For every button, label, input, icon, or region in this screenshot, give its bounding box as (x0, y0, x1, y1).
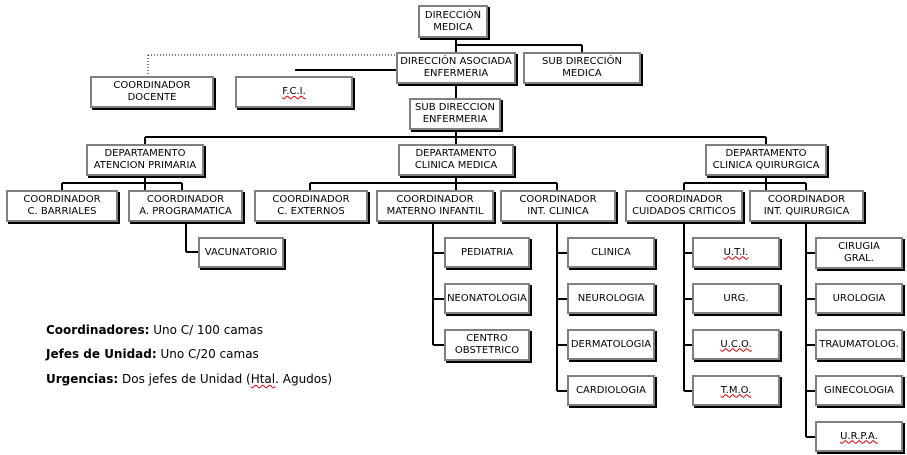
vacunatorio-box: VACUNATORIO (198, 237, 284, 268)
node-line: SUB DIRECCION (415, 102, 495, 113)
unit-clinica-box: CLINICA (567, 237, 655, 268)
node-line: OBSTETRICO (454, 345, 520, 356)
node-line: SUB DIRECCIÓN (542, 56, 622, 67)
node-line: DOCENTE (127, 92, 177, 103)
node-line: NEUROLOGIA (577, 292, 645, 304)
node-line: CLINICA (591, 246, 631, 258)
node-line: ENFERMERIA (423, 68, 489, 79)
coord-barriales-box: COORDINADOR C. BARRIALES (6, 190, 118, 222)
node-line: TRAUMATOLOG. (819, 338, 899, 350)
node-line: C. BARRIALES (27, 206, 97, 217)
unit-uco-box: U.C.O. (692, 329, 780, 360)
unit-tmo-box: T.M.O. (692, 375, 780, 406)
depto-clinica-quirurgica-box: DEPARTAMENTO CLINICA QUIRURGICA (705, 144, 827, 176)
node-line: CLINICA MEDICA (414, 160, 498, 171)
node-line: F.C.I. (282, 86, 306, 97)
node-line: COORDINADOR (23, 194, 101, 205)
node-line: U.R.P.A. (840, 430, 878, 442)
node-line: INT. QUIRURGICA (763, 206, 850, 217)
unit-pediatria-box: PEDIATRIA (444, 237, 530, 268)
node-line: COORDINADOR (113, 80, 191, 91)
unit-urologia-box: UROLOGIA (815, 283, 903, 314)
node-line: COORDINADOR (519, 194, 597, 205)
coord-int-clinica-box: COORDINADOR INT. CLINICA (500, 190, 616, 222)
unit-ginecologia-box: GINECOLOGIA (815, 375, 903, 406)
legend-value: Dos jefes de Unidad (Htal. Agudos) (122, 372, 332, 386)
unit-urpa-box: U.R.P.A. (815, 421, 903, 452)
node-line: DIRECCIÓN ASOCIADA (400, 56, 512, 67)
legend-label: Jefes de Unidad: (46, 347, 157, 361)
node-line: CIRUGIA (838, 241, 880, 252)
depto-atencion-primaria-box: DEPARTAMENTO ATENCION PRIMARIA (86, 144, 204, 176)
node-line: PEDIATRIA (461, 246, 513, 258)
legend-urgencias: Urgencias: Dos jefes de Unidad (Htal. Ag… (46, 372, 332, 386)
node-line: U.T.I. (723, 246, 749, 258)
coord-externos-box: COORDINADOR C. EXTERNOS (254, 190, 368, 222)
coord-int-quirurgica-box: COORDINADOR INT. QUIRURGICA (749, 190, 864, 222)
node-line: A. PROGRAMATICA (139, 206, 232, 217)
node-line: COORDINADOR (396, 194, 474, 205)
node-line: COORDINADOR (767, 194, 846, 205)
legend-value-part: Dos jefes de Unidad ( (122, 372, 251, 386)
unit-centro-obstetrico-box: CENTRO OBSTETRICO (444, 329, 530, 361)
node-line: CENTRO (466, 333, 508, 344)
unit-uti-box: U.T.I. (692, 237, 780, 268)
fci-box: F.C.I. (235, 76, 353, 108)
legend-value-part: . Agudos) (275, 372, 333, 386)
legend-coordinadores: Coordinadores: Uno C/ 100 camas (46, 323, 263, 337)
node-line: URG. (723, 292, 749, 304)
node-line: ENFERMERIA (422, 114, 488, 125)
coord-materno-infantil-box: COORDINADOR MATERNO INFANTIL (376, 190, 494, 222)
node-line: DEPARTAMENTO (725, 148, 807, 159)
legend-jefes-unidad: Jefes de Unidad: Uno C/20 camas (46, 347, 259, 361)
legend-value: Uno C/20 camas (160, 347, 259, 361)
node-line: DIRECCIÓN (424, 9, 482, 21)
node-line: CLINICA QUIRURGICA (712, 160, 820, 171)
node-line: DEPARTAMENTO (104, 148, 186, 159)
direccion-asociada-enfermeria-box: DIRECCIÓN ASOCIADA ENFERMERIA (396, 52, 516, 84)
node-line: DEPARTAMENTO (415, 148, 497, 159)
sub-direccion-medica-box: SUB DIRECCIÓN MEDICA (523, 52, 641, 84)
unit-neonatologia-box: NEONATOLOGIA (444, 283, 530, 314)
node-line: DERMATOLOGIA (570, 338, 652, 350)
unit-cirugia-gral-box: CIRUGIA GRAL. (815, 237, 903, 269)
node-line: T.M.O. (720, 384, 752, 396)
node-line: COORDINADOR (146, 194, 225, 205)
node-line: COORDINADOR (272, 194, 350, 205)
node-line: ATENCION PRIMARIA (93, 160, 197, 171)
direccion-medica-box: DIRECCIÓN MEDICA (418, 5, 488, 38)
node-line: UROLOGIA (832, 292, 886, 304)
node-line: VACUNATORIO (204, 246, 278, 258)
node-line: MEDICA (562, 68, 602, 79)
node-line: CARDIOLOGIA (576, 384, 646, 396)
sub-direccion-enfermeria-box: SUB DIRECCION ENFERMERIA (409, 98, 501, 130)
unit-neurologia-box: NEUROLOGIA (567, 283, 655, 314)
unit-cardiologia-box: CARDIOLOGIA (567, 375, 655, 406)
unit-dermatologia-box: DERMATOLOGIA (567, 329, 655, 360)
node-line: GINECOLOGIA (824, 384, 894, 396)
node-line: CUIDADOS CRITICOS (632, 206, 736, 217)
legend-value-part: Htal (250, 372, 276, 386)
depto-clinica-medica-box: DEPARTAMENTO CLINICA MEDICA (398, 144, 514, 176)
unit-traumatolog-box: TRAUMATOLOG. (815, 329, 903, 360)
unit-urg-box: URG. (692, 283, 780, 314)
node-line: MEDICA (433, 21, 473, 33)
node-line: COORDINADOR (645, 194, 723, 205)
legend-label: Coordinadores: (46, 323, 150, 337)
legend-label: Urgencias: (46, 372, 119, 386)
coordinador-docente-box: COORDINADOR DOCENTE (90, 76, 214, 108)
node-line: GRAL. (844, 253, 874, 264)
coord-programatica-box: COORDINADOR A. PROGRAMATICA (128, 190, 243, 222)
node-line: U.C.O. (720, 338, 752, 350)
node-line: C. EXTERNOS (277, 206, 345, 217)
node-line: MATERNO INFANTIL (386, 206, 484, 217)
legend-value: Uno C/ 100 camas (153, 323, 263, 337)
coord-cuidados-criticos-box: COORDINADOR CUIDADOS CRITICOS (625, 190, 743, 222)
node-line: NEONATOLOGIA (447, 292, 527, 304)
node-line: INT. CLINICA (527, 206, 589, 217)
